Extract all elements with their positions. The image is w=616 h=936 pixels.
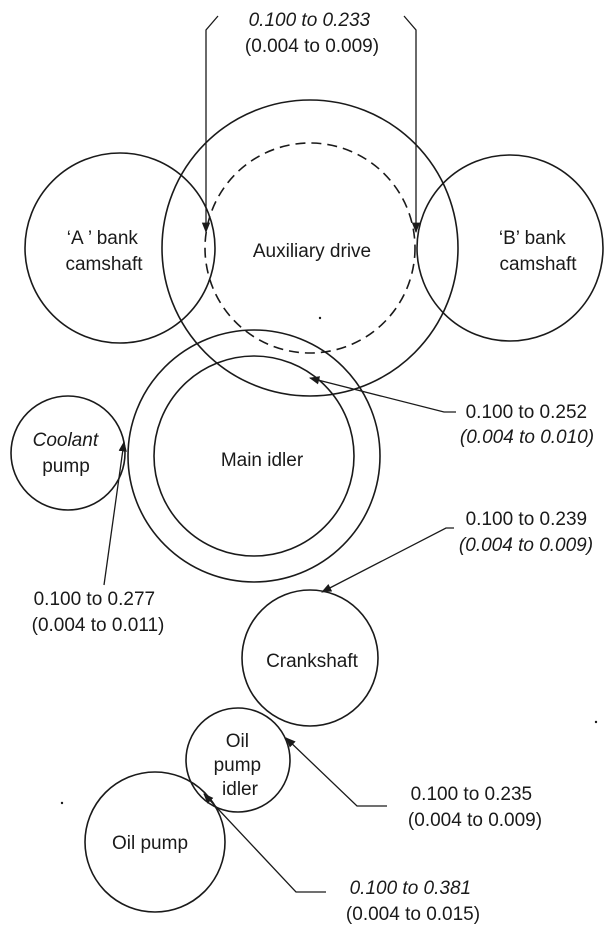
clearance-oil-idler-oil-pump: 0.100 to 0.381 (0.004 to 0.015) [346, 878, 480, 925]
crankshaft-label: Crankshaft [266, 651, 359, 672]
clearance-main-idler-crankshaft: 0.100 to 0.239 (0.004 to 0.009) [459, 509, 593, 556]
leader-oil-idler-oil-pump [203, 793, 326, 893]
coolant-pump-gear [10, 395, 126, 511]
stray-dot [318, 316, 322, 320]
oil-pump-idler-gear [185, 707, 291, 813]
main-idler-label: Main idler [221, 450, 304, 471]
a-bank-camshaft-gear [24, 152, 216, 344]
leader-main-idler-crankshaft [321, 527, 454, 593]
a-bank-camshaft-label: ‘A ’ bank camshaft [65, 228, 143, 275]
oil-pump-gear [84, 771, 226, 913]
b-bank-camshaft-label: ‘B’ bank camshaft [499, 228, 577, 275]
stray-dot-3 [60, 801, 64, 805]
crankshaft-gear [241, 589, 379, 727]
leader-crankshaft-oil-idler [285, 737, 387, 807]
main-idler-inner-gear [153, 355, 355, 557]
main-idler-outer-gear [127, 329, 381, 583]
stray-dot-2 [594, 720, 598, 724]
clearance-crankshaft-oil-idler: 0.100 to 0.235 (0.004 to 0.009) [408, 784, 542, 831]
leader-aux-a-bank [201, 15, 219, 234]
auxiliary-drive-label: Auxiliary drive [253, 241, 371, 262]
leader-aux-main-idler [308, 376, 456, 413]
leader-coolant-main-idler [103, 440, 127, 586]
oil-pump-label: Oil pump [112, 833, 188, 854]
oil-pump-idler-label: Oil pump idler [214, 731, 267, 800]
auxiliary-drive-inner-gear [204, 142, 416, 354]
leader-aux-b-bank [403, 15, 421, 234]
auxiliary-drive-outer-gear [161, 99, 459, 397]
coolant-pump-label: Coolant pump [33, 430, 104, 477]
clearance-aux-camshafts: 0.100 to 0.233 (0.004 to 0.009) [245, 10, 379, 57]
clearance-aux-main-idler: 0.100 to 0.252 (0.004 to 0.010) [460, 402, 594, 448]
clearance-coolant-main-idler: 0.100 to 0.277 (0.004 to 0.011) [32, 589, 165, 636]
b-bank-camshaft-gear [416, 154, 604, 342]
